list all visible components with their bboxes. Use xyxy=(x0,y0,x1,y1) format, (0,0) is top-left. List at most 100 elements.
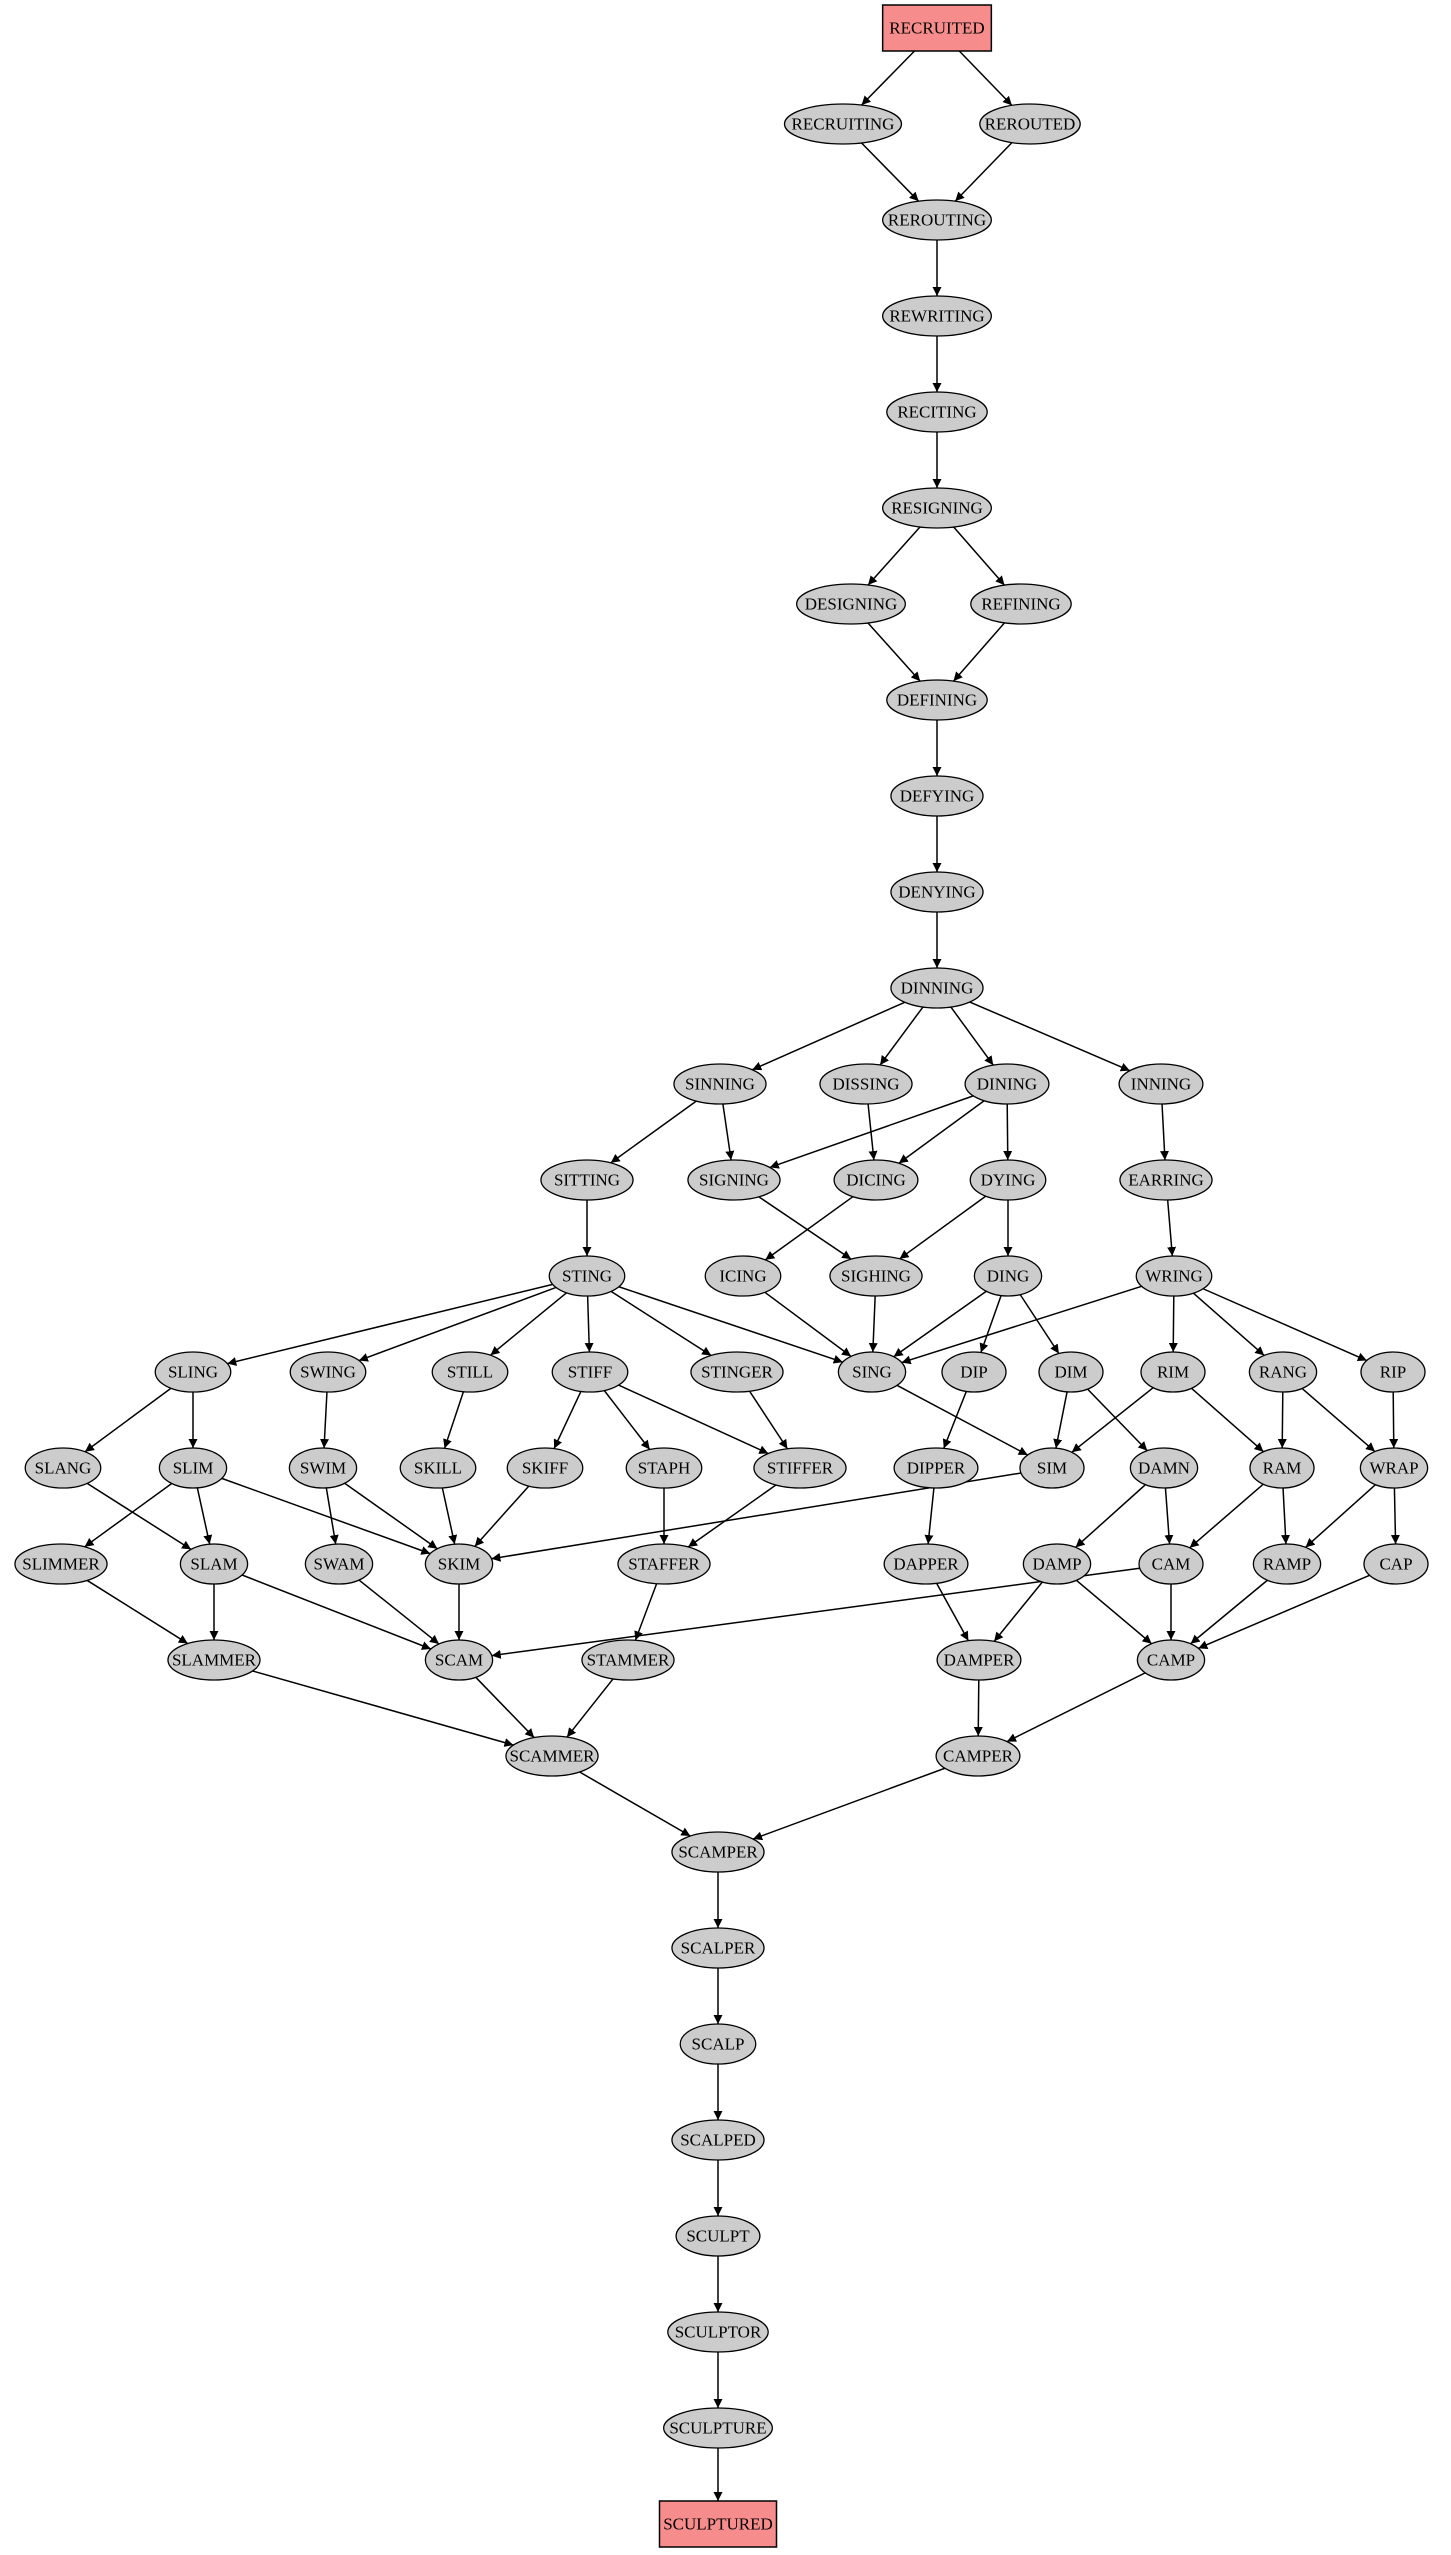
node-label: DENYING xyxy=(898,883,975,902)
node-ellipse-shape xyxy=(671,2119,765,2161)
edge-swing-to-swim xyxy=(320,1391,330,1449)
node-ellipse-shape xyxy=(1140,1351,1206,1393)
node-label: SIGNING xyxy=(699,1171,769,1190)
edge-slammer-to-scammer xyxy=(252,1670,514,1747)
node-box-shape xyxy=(881,4,993,52)
node-recruited: RECRUITED xyxy=(881,4,993,52)
node-camper: CAMPER xyxy=(935,1735,1021,1777)
node-ellipse-shape xyxy=(882,199,993,241)
node-label: DINING xyxy=(977,1075,1037,1094)
node-reciting: RECITING xyxy=(886,391,988,433)
node-label: SCALPER xyxy=(681,1939,756,1958)
edge-earring-to-wring xyxy=(1166,1199,1177,1257)
node-label: SLIM xyxy=(173,1459,214,1478)
edge-wring-to-rip xyxy=(1202,1288,1368,1362)
node-ellipse-shape xyxy=(687,1159,781,1201)
node-label: DYING xyxy=(981,1171,1036,1190)
node-label: RAMP xyxy=(1263,1555,1311,1574)
node-ellipse-shape xyxy=(1135,1255,1213,1297)
node-label: STING xyxy=(562,1267,612,1286)
node-ellipse-shape xyxy=(551,1351,629,1393)
node-cap: CAP xyxy=(1363,1543,1429,1585)
edge-dipper-to-dapper xyxy=(924,1487,935,1545)
node-ellipse-shape xyxy=(819,1063,913,1105)
node-sculptured: SCULPTURED xyxy=(658,2500,778,2548)
node-staph: STAPH xyxy=(625,1447,703,1489)
node-refining: REFINING xyxy=(970,583,1072,625)
edge-damn-to-cam xyxy=(1164,1487,1174,1545)
node-ellipse-shape xyxy=(1360,1351,1426,1393)
node-ellipse-shape xyxy=(505,1735,599,1777)
edge-sting-to-sling xyxy=(227,1283,553,1366)
node-label: DAMP xyxy=(1032,1555,1081,1574)
node-scammer: SCAMMER xyxy=(505,1735,599,1777)
node-dapper: DAPPER xyxy=(883,1543,969,1585)
node-ellipse-shape xyxy=(424,1543,494,1585)
node-ellipse-shape xyxy=(540,1159,634,1201)
edge-camper-to-scamper xyxy=(752,1767,946,1841)
node-rip: RIP xyxy=(1360,1351,1426,1393)
node-wrap: WRAP xyxy=(1359,1447,1429,1489)
node-label: WRING xyxy=(1145,1267,1203,1286)
node-ellipse-shape xyxy=(424,1639,494,1681)
node-label: SCULPTURE xyxy=(669,2419,766,2438)
node-label: REROUTING xyxy=(888,211,986,230)
node-ellipse-shape xyxy=(1118,1063,1204,1105)
node-label: SLAMMER xyxy=(172,1651,257,1670)
node-label: SCAM xyxy=(435,1651,483,1670)
node-denying: DENYING xyxy=(890,871,984,913)
edge-dining-to-signing xyxy=(769,1095,974,1169)
node-label: DESIGNING xyxy=(805,595,898,614)
node-label: DAPPER xyxy=(893,1555,959,1574)
node-label: DIM xyxy=(1054,1363,1087,1382)
edge-slim-to-skim xyxy=(221,1477,431,1555)
edge-ding-to-dim xyxy=(1019,1294,1060,1354)
edge-camp-to-camper xyxy=(1006,1672,1146,1743)
node-label: SCULPT xyxy=(686,2227,750,2246)
node-ellipse-shape xyxy=(883,1543,969,1585)
edge-dinning-to-inning xyxy=(969,1001,1131,1072)
edge-resigning-to-refining xyxy=(953,526,1006,586)
edge-icing-to-sing xyxy=(764,1291,852,1357)
node-ellipse-shape xyxy=(1138,1543,1204,1585)
node-label: DINNING xyxy=(901,979,974,998)
node-label: SLANG xyxy=(35,1459,92,1478)
node-label: STAFFER xyxy=(628,1555,700,1574)
edge-sing-to-sim xyxy=(896,1384,1029,1456)
node-wring: WRING xyxy=(1135,1255,1213,1297)
node-ellipse-shape xyxy=(893,1447,979,1489)
node-rerouted: REROUTED xyxy=(979,103,1081,145)
node-scalp: SCALP xyxy=(679,2023,757,2065)
node-defying: DEFYING xyxy=(890,775,984,817)
node-ellipse-shape xyxy=(890,775,984,817)
node-ellipse-shape xyxy=(304,1543,374,1585)
node-ellipse-shape xyxy=(829,1255,923,1297)
node-ellipse-shape xyxy=(625,1447,703,1489)
node-ellipse-shape xyxy=(941,1351,1007,1393)
node-sighing: SIGHING xyxy=(829,1255,923,1297)
node-box-shape xyxy=(658,2500,778,2548)
edge-recruited-to-recruiting xyxy=(861,50,916,106)
node-ellipse-shape xyxy=(783,103,903,145)
node-ellipse-shape xyxy=(935,1735,1021,1777)
node-sing: SING xyxy=(837,1351,907,1393)
node-label: REROUTED xyxy=(985,115,1076,134)
node-rang: RANG xyxy=(1248,1351,1318,1393)
edge-designing-to-defining xyxy=(867,622,921,682)
node-label: RAM xyxy=(1263,1459,1302,1478)
node-label: DIP xyxy=(960,1363,987,1382)
node-slimmer: SLIMMER xyxy=(14,1543,108,1585)
node-label: SLIMMER xyxy=(22,1555,100,1574)
edge-ding-to-sing xyxy=(893,1290,987,1358)
node-ellipse-shape xyxy=(690,1351,784,1393)
node-ellipse-shape xyxy=(704,1255,782,1297)
node-label: SCULPTOR xyxy=(675,2323,762,2342)
edge-inning-to-earring xyxy=(1159,1103,1169,1161)
node-dying: DYING xyxy=(969,1159,1047,1201)
edge-ramp-to-camp xyxy=(1190,1579,1268,1645)
edge-sting-to-stinger xyxy=(610,1290,712,1357)
edge-stiff-to-staph xyxy=(603,1390,651,1450)
node-ram: RAM xyxy=(1249,1447,1315,1489)
node-label: DEFINING xyxy=(897,691,977,710)
